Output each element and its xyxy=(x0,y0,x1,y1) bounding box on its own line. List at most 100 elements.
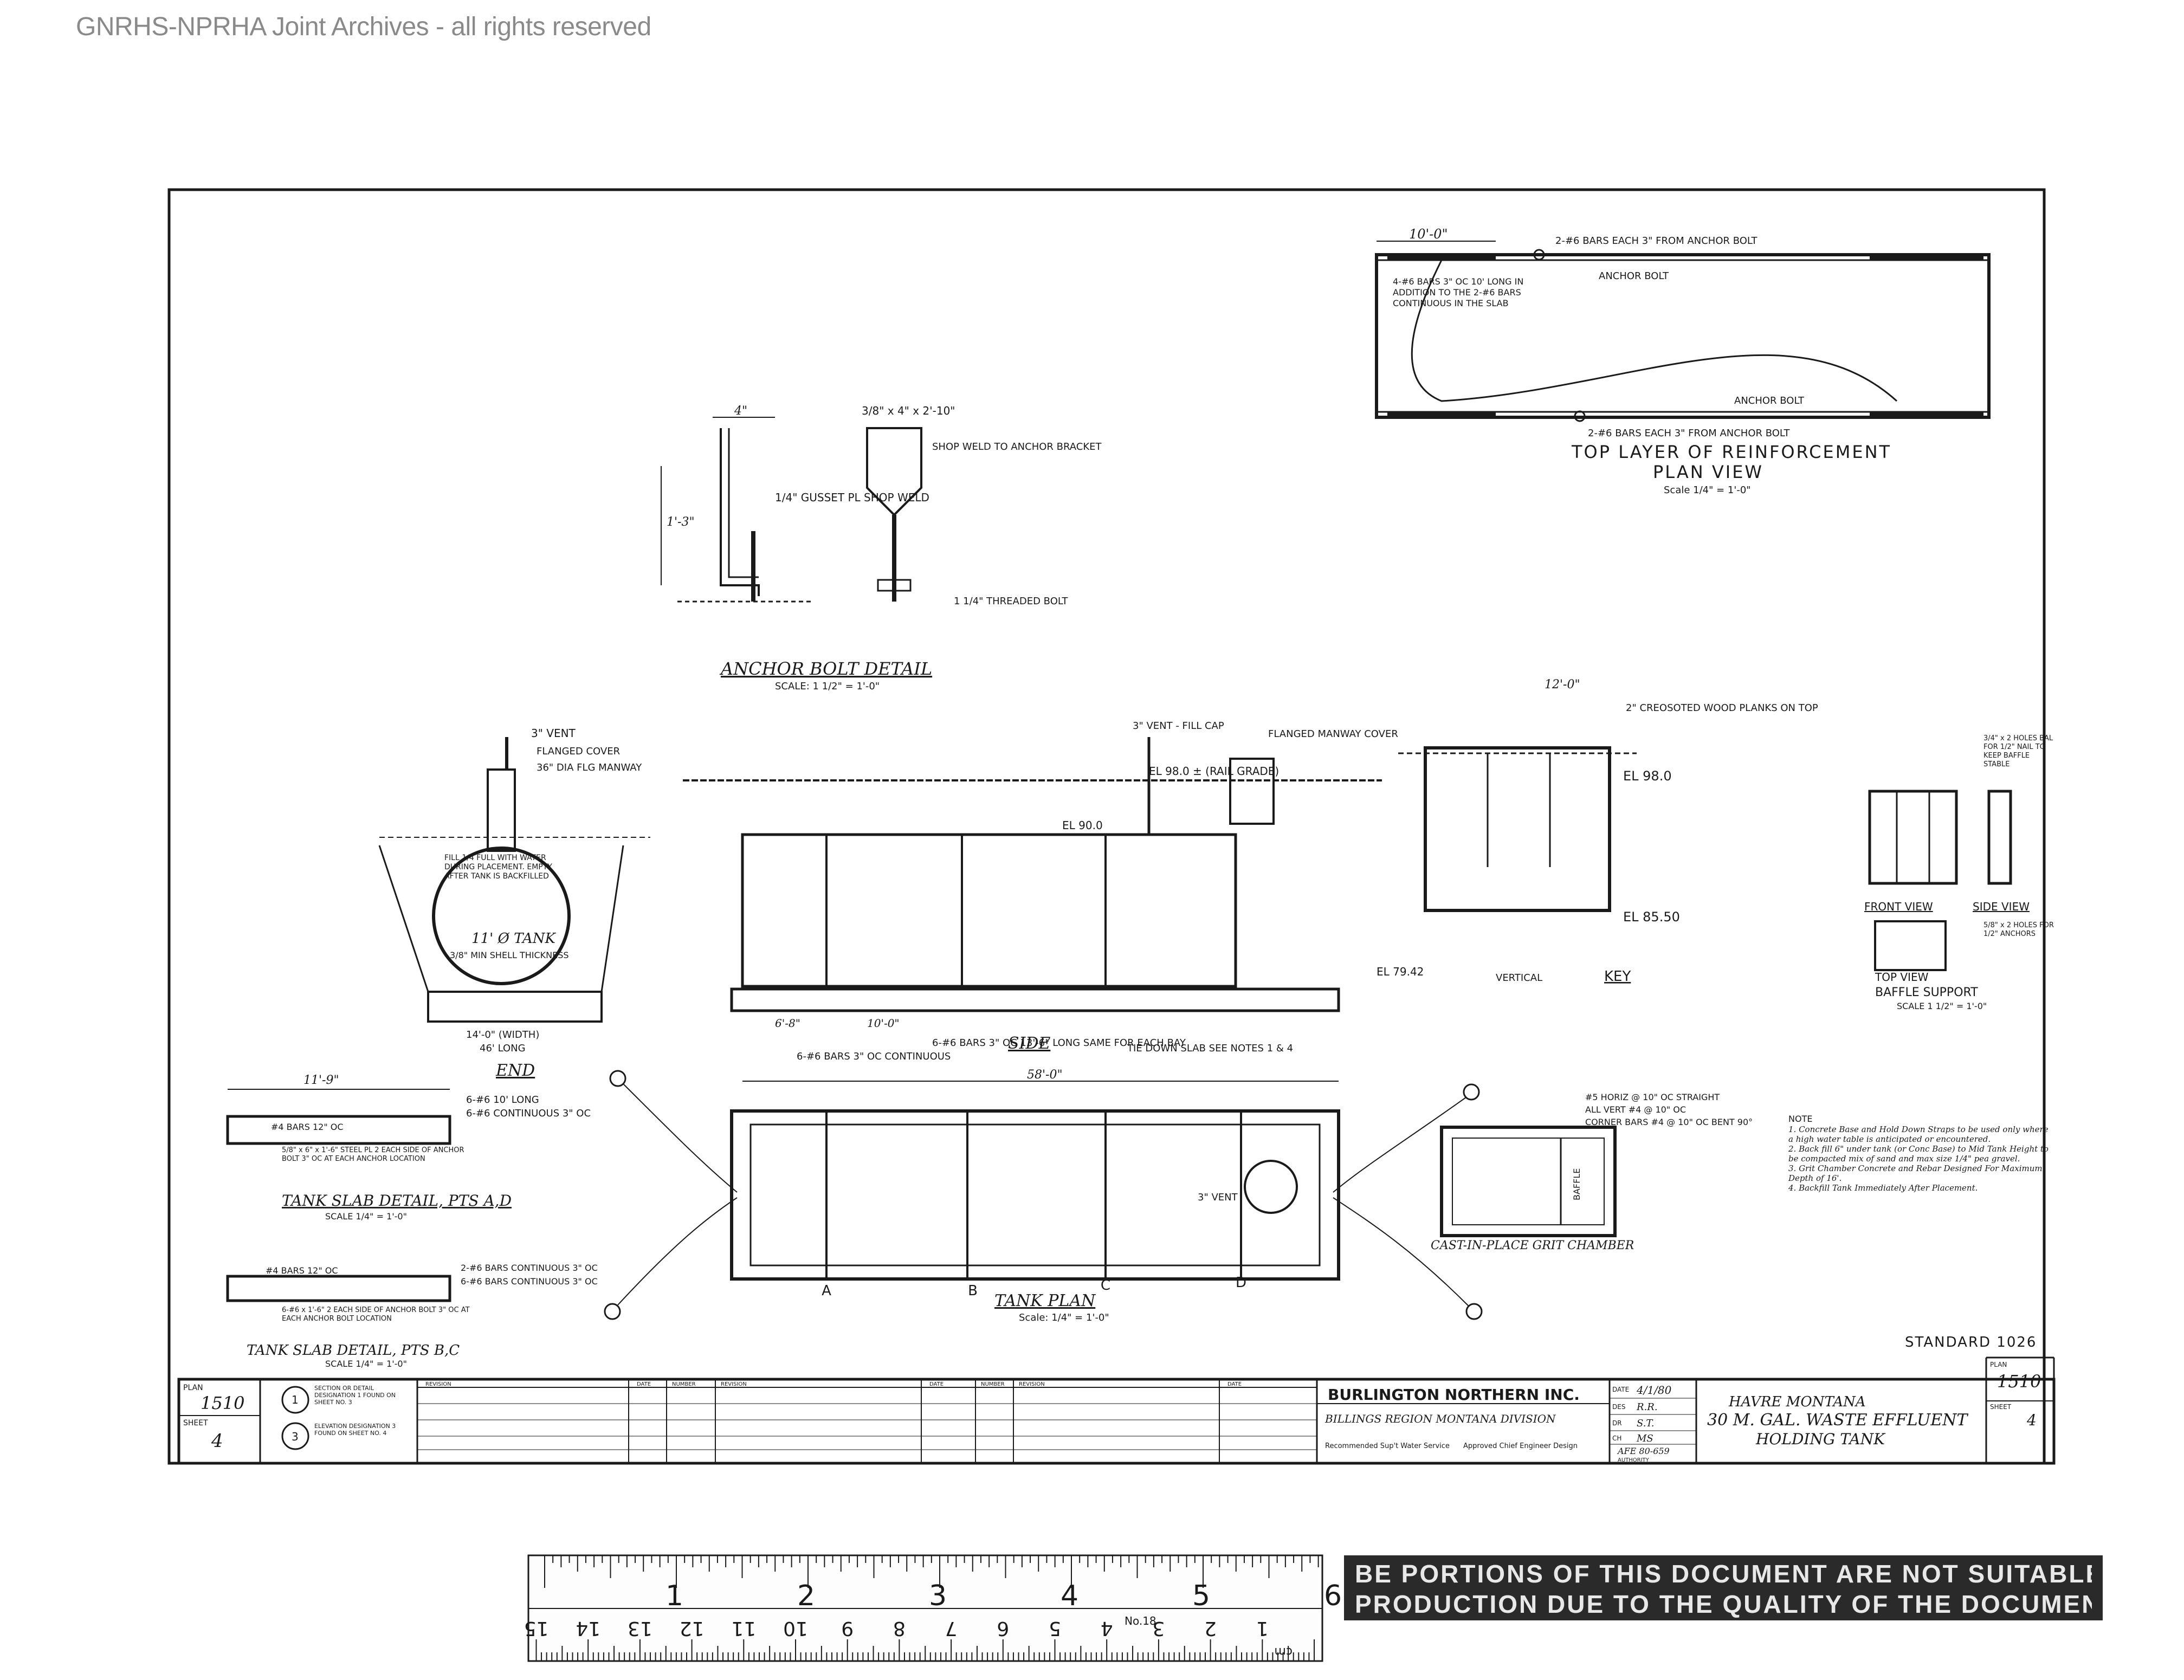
top-layer-dim: 10'-0" xyxy=(1409,227,1448,242)
warning-line-1: BE PORTIONS OF THIS DOCUMENT ARE NOT SUI… xyxy=(1355,1560,2092,1588)
slab-ad-note3: 5/8" x 6" x 1'-6" STEEL PL 2 EACH SIDE O… xyxy=(282,1146,464,1163)
side-el-top: EL 98.0 ± (RAIL GRADE) xyxy=(1149,765,1279,778)
ruler-cm-label: 15 xyxy=(524,1617,549,1639)
top-layer-note-bars-top: 2-#6 BARS EACH 3" FROM ANCHOR BOLT xyxy=(1555,235,1757,247)
tb-des-label: DES xyxy=(1612,1403,1625,1411)
tb-legend2-box: ELEVATION DESIGNATION 3 FOUND ON SHEET N… xyxy=(314,1423,396,1437)
note-item-4: 4. Backfill Tank Immediately After Place… xyxy=(1788,1183,1978,1193)
tb-date: 4/1/80 xyxy=(1636,1384,1672,1397)
ruler-cm-label: 6 xyxy=(997,1617,1009,1639)
grit-baffle: BAFFLE xyxy=(1572,1168,1582,1200)
grit-corner-bars: CORNER BARS #4 @ 10" OC BENT 90° xyxy=(1585,1117,1753,1127)
baffle-holes-box: 3/4" x 2 HOLES BAL FOR 1/2" NAIL TO KEEP… xyxy=(1983,734,2053,768)
anchor-scale: SCALE: 1 1/2" = 1'-0" xyxy=(775,681,880,692)
tb-recommended: Recommended Sup't Water Service xyxy=(1325,1442,1450,1450)
grit-chamber: 12'-0" EL 98.0 EL 85.50 2" CREOSOTED WOO… xyxy=(1398,678,1818,1252)
side-view: EL 98.0 ± (RAIL GRADE) EL 90.0 EL 79.42 … xyxy=(683,720,1424,1082)
ruler-cm-label: 3 xyxy=(1152,1617,1165,1639)
slab-bc-note3: 6-#6 x 1'-6" 2 EACH SIDE OF ANCHOR BOLT … xyxy=(282,1306,470,1323)
grit-bars-horiz: #5 HORIZ @ 10" OC STRAIGHT xyxy=(1585,1092,1720,1102)
tank-slab-detail-bc: #4 BARS 12" OC 2-#6 BARS CONTINUOUS 3" O… xyxy=(226,1263,598,1369)
side-dim-total: 58'-0" xyxy=(1027,1068,1063,1082)
slab-bc-scale: SCALE 1/4" = 1'-0" xyxy=(325,1359,407,1369)
end-dim-width: 14'-0" (WIDTH) xyxy=(466,1029,539,1041)
slab-ad-dim: 11'-9" xyxy=(303,1074,339,1087)
tb-region: BILLINGS REGION MONTANA DIVISION xyxy=(1324,1412,1556,1425)
top-layer-note-bars-bottom: 2-#6 BARS EACH 3" FROM ANCHOR BOLT xyxy=(1588,428,1790,439)
side-vent-fill: 3" VENT - FILL CAP xyxy=(1133,720,1224,732)
tb-project-2: 30 M. GAL. WASTE EFFLUENT xyxy=(1707,1411,1968,1430)
side-el-tank: EL 90.0 xyxy=(1062,819,1103,832)
slab-bc-note1: 2-#6 BARS CONTINUOUS 3" OC xyxy=(461,1263,598,1273)
end-fill-note: FILL 1/4 FULL WITH WATER DURING PLACEMEN… xyxy=(444,854,552,881)
tank-plan-label-c: C xyxy=(1101,1277,1110,1294)
tb-project-1: HAVRE MONTANA xyxy=(1728,1394,1866,1410)
ruler-inch-label: 5 xyxy=(1192,1580,1210,1612)
ruler-inch-label: 2 xyxy=(797,1580,815,1612)
end-cover: FLANGED COVER xyxy=(537,746,620,757)
end-tank-label: 11' Ø TANK xyxy=(471,931,557,947)
rev-col-4: REVISION xyxy=(721,1381,747,1387)
slab-ad-note3-box: 5/8" x 6" x 1'-6" STEEL PL 2 EACH SIDE O… xyxy=(282,1146,464,1163)
tb-afe: AFE 80-659 xyxy=(1617,1446,1670,1456)
slab-bc-note2: 6-#6 BARS CONTINUOUS 3" OC xyxy=(461,1276,598,1287)
grit-el-top: EL 98.0 xyxy=(1623,768,1672,784)
tb-legend1: SECTION OR DETAIL DESIGNATION 1 FOUND ON… xyxy=(314,1385,396,1406)
ruler-inch-label: 4 xyxy=(1061,1580,1078,1612)
ruler-ticks xyxy=(535,1555,1319,1661)
warning-line-2: PRODUCTION DUE TO THE QUALITY OF THE DOC… xyxy=(1355,1590,2092,1618)
top-layer-note-left-box: 4-#6 BARS 3" OC 10' LONG IN ADDITION TO … xyxy=(1393,276,1523,308)
tb-plan-box-no: 1510 xyxy=(1997,1371,2041,1392)
tb-ch-label: CH xyxy=(1612,1435,1621,1442)
anchor-bolt-detail: 1'-3" 4" 1/4" GUSSET PL SHOP WELD 3/8" x… xyxy=(661,404,1102,692)
tb-sheet-no: 4 xyxy=(211,1430,223,1452)
end-vent: 3" VENT xyxy=(531,727,576,740)
anchor-dim-top: 4" xyxy=(734,404,747,418)
tb-approved: Approved Chief Engineer Design xyxy=(1463,1442,1578,1450)
side-flanged-cover: FLANGED MANWAY COVER xyxy=(1268,728,1398,740)
anchor-note-gusset: 1/4" GUSSET PL SHOP WELD xyxy=(775,491,929,504)
ruler-cm-label: 1 xyxy=(1256,1617,1269,1639)
grit-vertical: VERTICAL xyxy=(1496,972,1542,984)
baffle-anchor-holes: 5/8" x 2 HOLES FOR 1/2" ANCHORS xyxy=(1983,921,2054,938)
general-notes: NOTE 1. Concrete Base and Hold Down Stra… xyxy=(1788,1114,2049,1193)
side-tiedown: TIE DOWN SLAB SEE NOTES 1 & 4 xyxy=(1127,1043,1293,1054)
note-item-3: 3. Grit Chamber Concrete and Rebar Desig… xyxy=(1788,1164,2043,1183)
rev-col-3: NUMBER xyxy=(672,1381,696,1387)
baffle-front: FRONT VIEW xyxy=(1864,900,1933,913)
tb-dr-label: DR xyxy=(1612,1419,1622,1427)
tb-project-3: HOLDING TANK xyxy=(1755,1430,1886,1448)
tb-des: R.R. xyxy=(1636,1401,1658,1413)
rev-col-8: DATE xyxy=(1227,1381,1242,1387)
top-layer-note-anchor: ANCHOR BOLT xyxy=(1599,270,1669,282)
top-layer-note-anchor2: ANCHOR BOLT xyxy=(1734,395,1805,406)
grit-key: KEY xyxy=(1604,968,1631,985)
ruler-cm-label: 12 xyxy=(680,1617,705,1639)
ruler-cm-label: 7 xyxy=(945,1617,958,1639)
side-bars-note: 6-#6 BARS 3" OC CONTINUOUS xyxy=(797,1051,951,1062)
note-item-1: 1. Concrete Base and Hold Down Straps to… xyxy=(1788,1125,2049,1144)
baffle-support: FRONT VIEW SIDE VIEW TOP VIEW 3/4" x 2 H… xyxy=(1864,734,2054,1011)
anchor-note-weld: SHOP WELD TO ANCHOR BRACKET xyxy=(932,441,1102,453)
tank-plan-label-d: D xyxy=(1236,1275,1246,1291)
slab-ad-note1: 6-#6 CONTINUOUS 3" OC xyxy=(466,1108,591,1119)
grit-planks: 2" CREOSOTED WOOD PLANKS ON TOP xyxy=(1626,702,1818,714)
rev-col-1: REVISION xyxy=(425,1381,451,1387)
title-block: PLAN 1510 SHEET 4 1 3 SECTION OR DETAIL … xyxy=(177,1356,2056,1465)
tank-plan-outlet: 3" VENT xyxy=(1198,1192,1238,1203)
ruler-cm-label: 14 xyxy=(576,1617,600,1639)
ruler-cm-label: 4 xyxy=(1101,1617,1113,1639)
tb-plan-no: 1510 xyxy=(201,1393,244,1413)
tank-plan-view: 3" VENT A B C D TANK PLAN Scale: 1/4" = … xyxy=(604,1070,1483,1323)
tb-authority: AUTHORITY xyxy=(1618,1457,1650,1463)
side-title: SIDE xyxy=(1008,1034,1050,1053)
quality-warning: BE PORTIONS OF THIS DOCUMENT ARE NOT SUI… xyxy=(1344,1555,2103,1620)
rev-col-6: NUMBER xyxy=(981,1381,1005,1387)
anchor-note-bolt: 1 1/4" THREADED BOLT xyxy=(954,596,1068,607)
tank-plan-label-b: B xyxy=(968,1283,978,1299)
